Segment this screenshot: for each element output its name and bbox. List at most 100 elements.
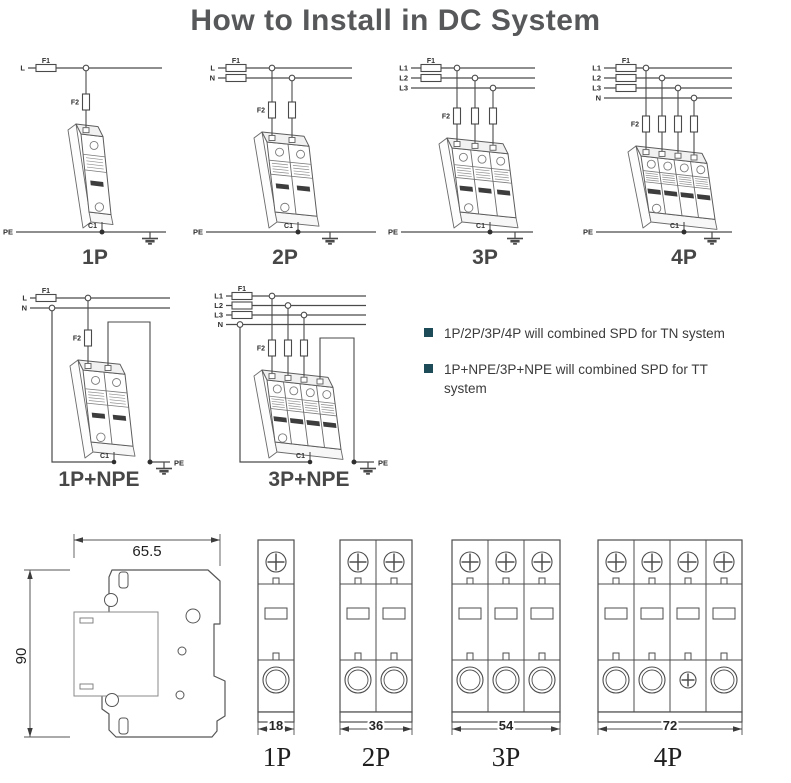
- f1-label: F1: [427, 58, 435, 65]
- c1-label: C1: [88, 223, 97, 230]
- pe-label: PE: [388, 228, 398, 237]
- note-item: 1P+NPE/3P+NPE will combined SPD for TT s…: [424, 360, 780, 399]
- fuse-f1: [231, 310, 253, 320]
- wire-label-L: L: [22, 294, 27, 303]
- wire-label-N: N: [596, 94, 601, 103]
- spd-device: [67, 123, 114, 229]
- wire-label-L2: L2: [399, 74, 408, 83]
- pe-label: PE: [174, 459, 184, 468]
- fuse-f1: [420, 63, 442, 73]
- fuse-f2: [283, 339, 293, 357]
- fuse-f1: [35, 63, 57, 73]
- wire-label-L3: L3: [214, 311, 223, 320]
- fuse-f2: [299, 339, 309, 357]
- pe-label: PE: [193, 228, 203, 237]
- junction-dot: [295, 229, 301, 235]
- front-view-svg-1P: 18: [257, 539, 295, 735]
- width-dimension: 36: [369, 718, 383, 733]
- c1-label: C1: [284, 223, 293, 230]
- spd-device: [438, 137, 519, 229]
- junction-dot: [147, 459, 153, 465]
- wire-label-L1: L1: [399, 64, 408, 73]
- pe-label: PE: [583, 228, 593, 237]
- f1-label: F1: [232, 58, 240, 65]
- fuse-f2: [689, 115, 699, 133]
- front-view-2p: 36: [332, 534, 420, 740]
- ground-icon: [156, 462, 172, 475]
- outline-height: 90: [13, 648, 30, 665]
- f2-label: F2: [73, 336, 81, 343]
- c1-label: C1: [476, 223, 485, 230]
- wire-label-L1: L1: [214, 292, 223, 301]
- f1-label: F1: [622, 58, 630, 65]
- fuse-f2: [673, 115, 683, 133]
- ground-icon: [507, 232, 523, 245]
- fuse-f1: [615, 83, 637, 93]
- fuse-f2: [470, 107, 480, 125]
- width-dimension: 18: [269, 718, 283, 733]
- fuse-f2: [267, 339, 277, 357]
- front-view-4p: 72: [591, 534, 745, 740]
- wire-label-L2: L2: [592, 74, 601, 83]
- junction-dot: [111, 459, 117, 465]
- fuse-f1: [615, 73, 637, 83]
- wire-label-N: N: [218, 320, 223, 329]
- fuse-f2: [641, 115, 651, 133]
- wire-label-L: L: [20, 64, 25, 73]
- f2-label: F2: [442, 114, 450, 121]
- ground-icon: [360, 462, 376, 475]
- fuse-f2: [81, 93, 91, 111]
- junction-dot: [307, 459, 313, 465]
- f2-label: F2: [71, 100, 79, 107]
- wire-label-N: N: [210, 74, 215, 83]
- bullet-square-icon: [424, 363, 433, 373]
- f1-label: F1: [42, 288, 50, 295]
- junction-dot: [487, 229, 493, 235]
- fuse-f2: [657, 115, 667, 133]
- front-view-label-1p: 1P: [262, 742, 292, 772]
- f2-label: F2: [257, 346, 265, 353]
- fuse-f2: [287, 101, 297, 119]
- wire-label-L1: L1: [592, 64, 601, 73]
- diagram-label-3p: 3P: [472, 246, 498, 269]
- c1-label: C1: [296, 453, 305, 460]
- f2-label: F2: [631, 122, 639, 129]
- diagram-label-4p: 4P: [671, 246, 697, 269]
- ground-icon: [142, 232, 158, 245]
- module-body: [73, 611, 159, 697]
- notes-list: 1P/2P/3P/4P will combined SPD for TN sys…: [424, 324, 780, 415]
- diagram-label-1p: 1P: [82, 246, 108, 269]
- front-view-svg-3P: 54: [451, 539, 561, 735]
- spd-device: [627, 145, 718, 230]
- ground-icon: [704, 232, 720, 245]
- fuse-f2: [452, 107, 462, 125]
- fuse-f1: [231, 291, 253, 301]
- junction-dot: [681, 229, 687, 235]
- fuse-f2: [267, 101, 277, 119]
- pe-label: PE: [3, 228, 13, 237]
- fuse-f2: [83, 329, 93, 347]
- f1-label: F1: [42, 58, 50, 65]
- width-dimension: 72: [663, 718, 677, 733]
- outline-svg: 65.590: [13, 534, 226, 738]
- front-view-3p: 54: [444, 534, 568, 740]
- bullet-square-icon: [424, 328, 433, 337]
- spd-device: [253, 369, 344, 460]
- fuse-f1: [231, 301, 253, 310]
- fuse-f1: [35, 293, 57, 303]
- diagram-label-3p-npe: 3P+NPE: [268, 468, 350, 491]
- width-dimension: 54: [499, 718, 514, 733]
- f1-label: F1: [238, 286, 246, 293]
- note-text: 1P/2P/3P/4P will combined SPD for TN sys…: [444, 326, 725, 341]
